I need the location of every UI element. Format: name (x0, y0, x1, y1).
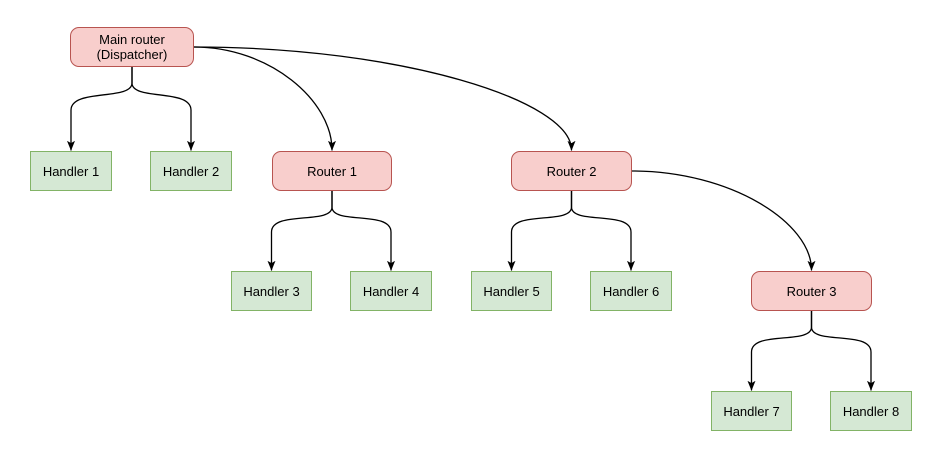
node-handler-6[interactable]: Handler 6 (590, 271, 672, 311)
node-handler-3-label: Handler 3 (243, 283, 300, 299)
node-handler-8-label: Handler 8 (842, 403, 900, 419)
node-handler-2[interactable]: Handler 2 (150, 151, 232, 191)
node-handler-8[interactable]: Handler 8 (830, 391, 912, 431)
node-router-2[interactable]: Router 2 (511, 151, 632, 191)
node-handler-7[interactable]: Handler 7 (711, 391, 792, 431)
node-router-1-label: Router 1 (307, 163, 357, 179)
node-handler-4[interactable]: Handler 4 (350, 271, 432, 311)
node-router-1[interactable]: Router 1 (272, 151, 392, 191)
node-handler-3[interactable]: Handler 3 (231, 271, 312, 311)
node-handler-2-label: Handler 2 (162, 163, 220, 179)
node-handler-1[interactable]: Handler 1 (30, 151, 112, 191)
node-router-3-label: Router 3 (786, 283, 837, 299)
node-main-router-label: Main router (Dispatcher) (96, 32, 168, 62)
node-router-2-label: Router 2 (546, 163, 597, 179)
node-main-router[interactable]: Main router (Dispatcher) (70, 27, 194, 67)
node-handler-5[interactable]: Handler 5 (471, 271, 552, 311)
node-router-3[interactable]: Router 3 (751, 271, 872, 311)
node-handler-5-label: Handler 5 (483, 283, 540, 299)
node-handler-4-label: Handler 4 (362, 283, 420, 299)
node-handler-6-label: Handler 6 (602, 283, 660, 299)
node-handler-1-label: Handler 1 (42, 163, 100, 179)
node-handler-7-label: Handler 7 (723, 403, 780, 419)
